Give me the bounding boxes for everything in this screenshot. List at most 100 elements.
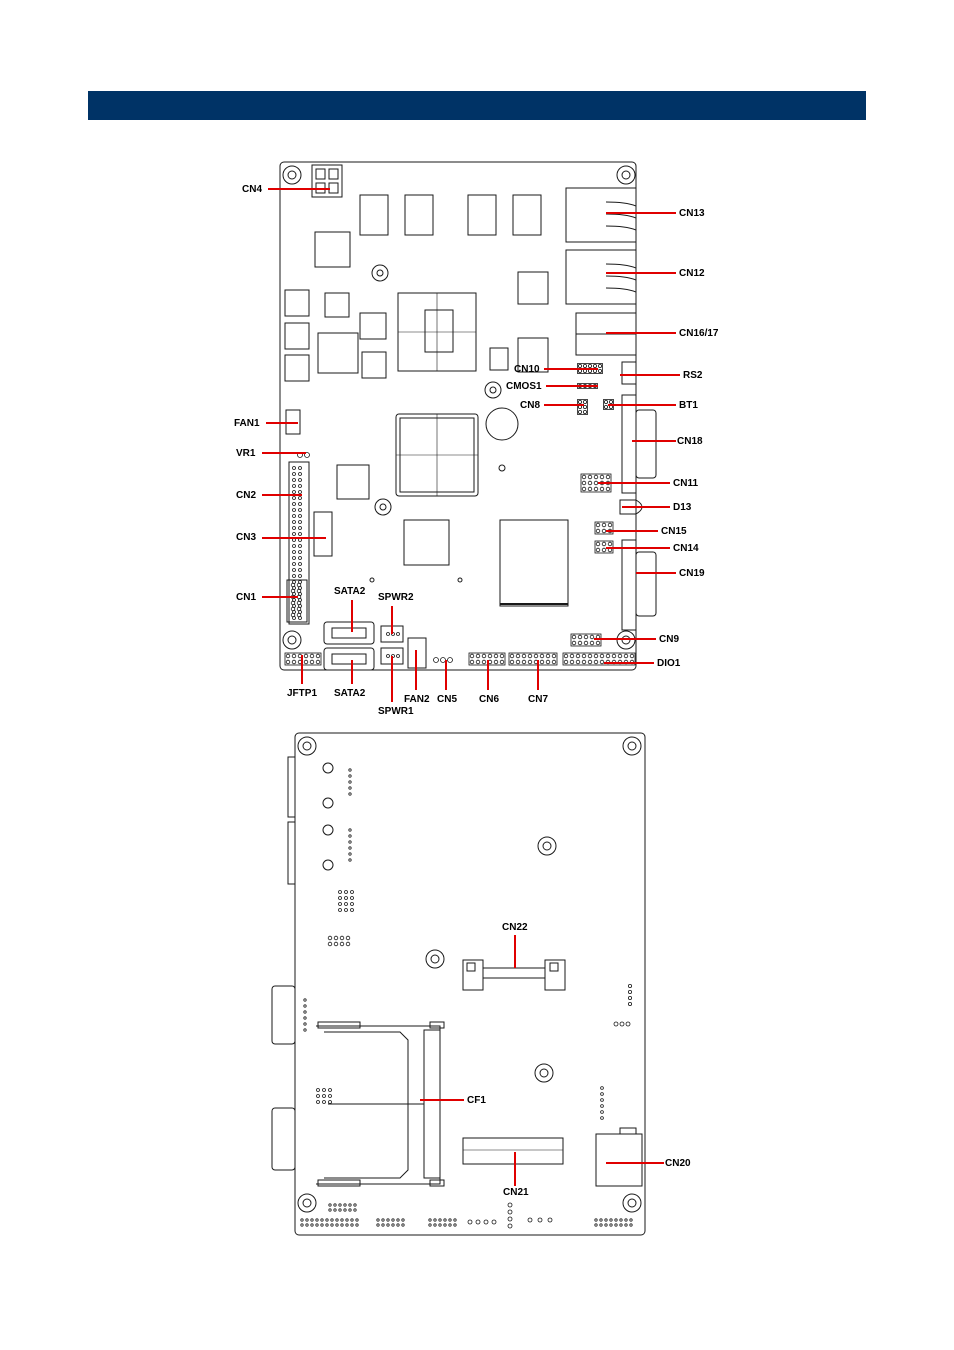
pin bbox=[571, 640, 577, 646]
pin bbox=[628, 1002, 633, 1007]
pin bbox=[303, 1010, 307, 1014]
pin bbox=[292, 484, 296, 488]
pin bbox=[563, 659, 569, 665]
pin bbox=[303, 653, 309, 659]
pin bbox=[581, 486, 587, 492]
label-cn20: CN20 bbox=[665, 1158, 691, 1169]
pin bbox=[348, 858, 352, 862]
pin bbox=[338, 908, 342, 912]
pin bbox=[583, 399, 588, 404]
pin bbox=[298, 544, 302, 548]
pin bbox=[617, 653, 623, 659]
pin bbox=[448, 1218, 452, 1222]
pin bbox=[376, 1218, 380, 1222]
pin bbox=[320, 1218, 324, 1222]
pin bbox=[345, 935, 351, 941]
pin bbox=[343, 1203, 347, 1207]
pin bbox=[333, 1203, 337, 1207]
pin bbox=[292, 466, 296, 470]
pin bbox=[583, 634, 589, 640]
pin bbox=[298, 562, 302, 566]
pin bbox=[348, 840, 352, 844]
pin bbox=[298, 502, 302, 506]
pin bbox=[600, 1086, 604, 1090]
label-cn4: CN4 bbox=[242, 184, 263, 195]
pin bbox=[350, 1218, 354, 1222]
pin bbox=[322, 1094, 326, 1098]
pin bbox=[605, 474, 611, 480]
pin bbox=[304, 452, 310, 458]
pin bbox=[296, 612, 302, 618]
label-cn21: CN21 bbox=[503, 1187, 529, 1198]
pin bbox=[344, 896, 348, 900]
pin bbox=[386, 1223, 390, 1227]
pin bbox=[614, 1223, 618, 1227]
pin bbox=[624, 1218, 628, 1222]
pin bbox=[611, 653, 617, 659]
pin bbox=[539, 659, 545, 665]
pin bbox=[292, 478, 296, 482]
board-top-view bbox=[262, 161, 680, 702]
pin bbox=[381, 1218, 385, 1222]
pin bbox=[598, 363, 603, 368]
section-header-bar bbox=[88, 91, 866, 120]
label-cn18: CN18 bbox=[677, 436, 703, 447]
pin bbox=[292, 508, 296, 512]
pin bbox=[316, 1100, 320, 1104]
pin bbox=[345, 1218, 349, 1222]
pin bbox=[401, 1218, 405, 1222]
pin bbox=[298, 526, 302, 530]
pin bbox=[600, 1092, 604, 1096]
pin bbox=[613, 1021, 619, 1027]
pin bbox=[604, 1223, 608, 1227]
pin bbox=[481, 653, 487, 659]
pin bbox=[521, 653, 527, 659]
pin bbox=[292, 568, 296, 572]
pin bbox=[328, 1208, 332, 1212]
pin bbox=[619, 1021, 625, 1027]
pin bbox=[316, 1094, 320, 1098]
pin bbox=[315, 653, 321, 659]
pin bbox=[433, 1223, 437, 1227]
pin bbox=[292, 496, 296, 500]
pin bbox=[599, 474, 605, 480]
pin bbox=[396, 654, 400, 658]
pin bbox=[487, 653, 493, 659]
pin bbox=[345, 1223, 349, 1227]
pin bbox=[587, 659, 593, 665]
pin bbox=[453, 1218, 457, 1222]
pin bbox=[609, 1218, 613, 1222]
pin bbox=[578, 363, 583, 368]
pin bbox=[594, 1218, 598, 1222]
pin bbox=[577, 634, 583, 640]
pin bbox=[386, 632, 390, 636]
pin bbox=[381, 1223, 385, 1227]
pin bbox=[285, 653, 291, 659]
pin bbox=[583, 409, 588, 414]
label-dio1: DIO1 bbox=[657, 658, 681, 669]
pin bbox=[291, 659, 297, 665]
pin bbox=[292, 472, 296, 476]
pin bbox=[298, 520, 302, 524]
pin bbox=[619, 1223, 623, 1227]
pin bbox=[588, 363, 593, 368]
pin bbox=[290, 612, 296, 618]
pin bbox=[327, 941, 333, 947]
pin bbox=[609, 399, 614, 404]
label-cn22: CN22 bbox=[502, 922, 528, 933]
pin bbox=[303, 998, 307, 1002]
pin bbox=[604, 404, 609, 409]
pin bbox=[298, 532, 302, 536]
pin bbox=[344, 908, 348, 912]
pin bbox=[296, 582, 302, 588]
pin bbox=[433, 657, 439, 663]
pin bbox=[593, 486, 599, 492]
pin bbox=[599, 1218, 603, 1222]
pin bbox=[467, 1219, 473, 1225]
pin bbox=[386, 654, 390, 658]
pin bbox=[595, 547, 601, 553]
pin bbox=[605, 653, 611, 659]
pin bbox=[292, 526, 296, 530]
label-rs2: RS2 bbox=[683, 370, 703, 381]
pin bbox=[581, 480, 587, 486]
